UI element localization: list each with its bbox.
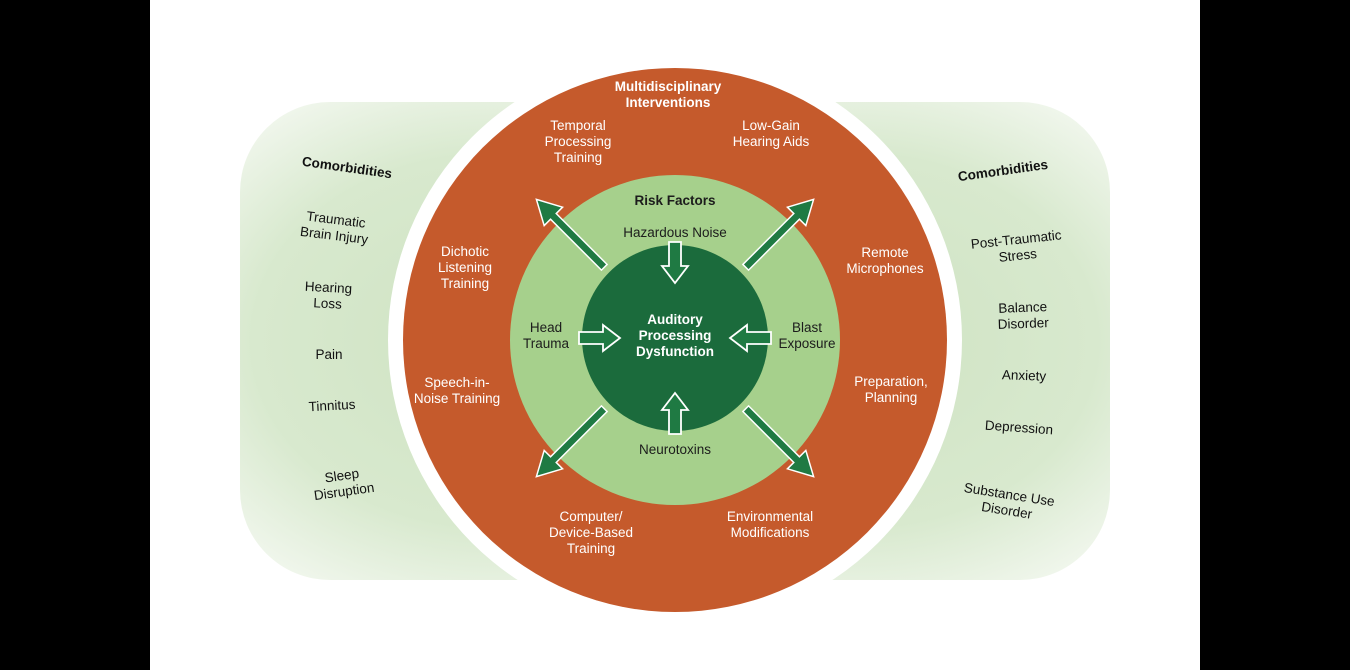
arrow-top-left [535, 198, 609, 272]
arrow-top-right [741, 198, 815, 272]
left-comorbidity-item: Pain [315, 347, 343, 362]
intervention-speech-in-noise: Speech-in- Noise Training [413, 375, 501, 406]
outward-arrows [535, 198, 815, 478]
interventions-title: Multidisciplinary Interventions [614, 79, 722, 110]
arrow-in-right [728, 323, 772, 353]
risk-top-label: Hazardous Noise [623, 225, 727, 240]
arrow-bottom-left [535, 404, 609, 478]
intervention-remote-mic: Remote Microphones [846, 245, 924, 276]
arrow-in-top [660, 241, 690, 285]
risk-right-label: Blast Exposure [778, 320, 836, 351]
center-title: Auditory Processing Dysfunction [635, 312, 714, 359]
center-circle [582, 245, 768, 431]
arrow-bottom-right [741, 404, 815, 478]
intervention-dichotic: Dichotic Listening Training [437, 244, 493, 291]
intervention-temporal: Temporal Processing Training [544, 118, 612, 165]
diagram-svg [388, 53, 962, 627]
inward-arrows [578, 241, 772, 435]
diagram-canvas: Auditory Processing Dysfunction Risk Fac… [150, 0, 1200, 670]
intervention-computer-based: Computer/ Device-Based Training [548, 509, 634, 556]
risk-factors-title: Risk Factors [634, 193, 716, 208]
intervention-low-gain: Low-Gain Hearing Aids [732, 118, 810, 149]
risk-left-label: Head Trauma [522, 320, 569, 351]
arrow-in-bottom [660, 391, 690, 435]
arrow-in-left [578, 323, 622, 353]
risk-bottom-label: Neurotoxins [638, 442, 712, 457]
intervention-preparation: Preparation, Planning [854, 374, 928, 405]
right-comorbidity-item: Balance Disorder [997, 299, 1050, 332]
intervention-environmental: Environmental Modifications [726, 509, 814, 540]
